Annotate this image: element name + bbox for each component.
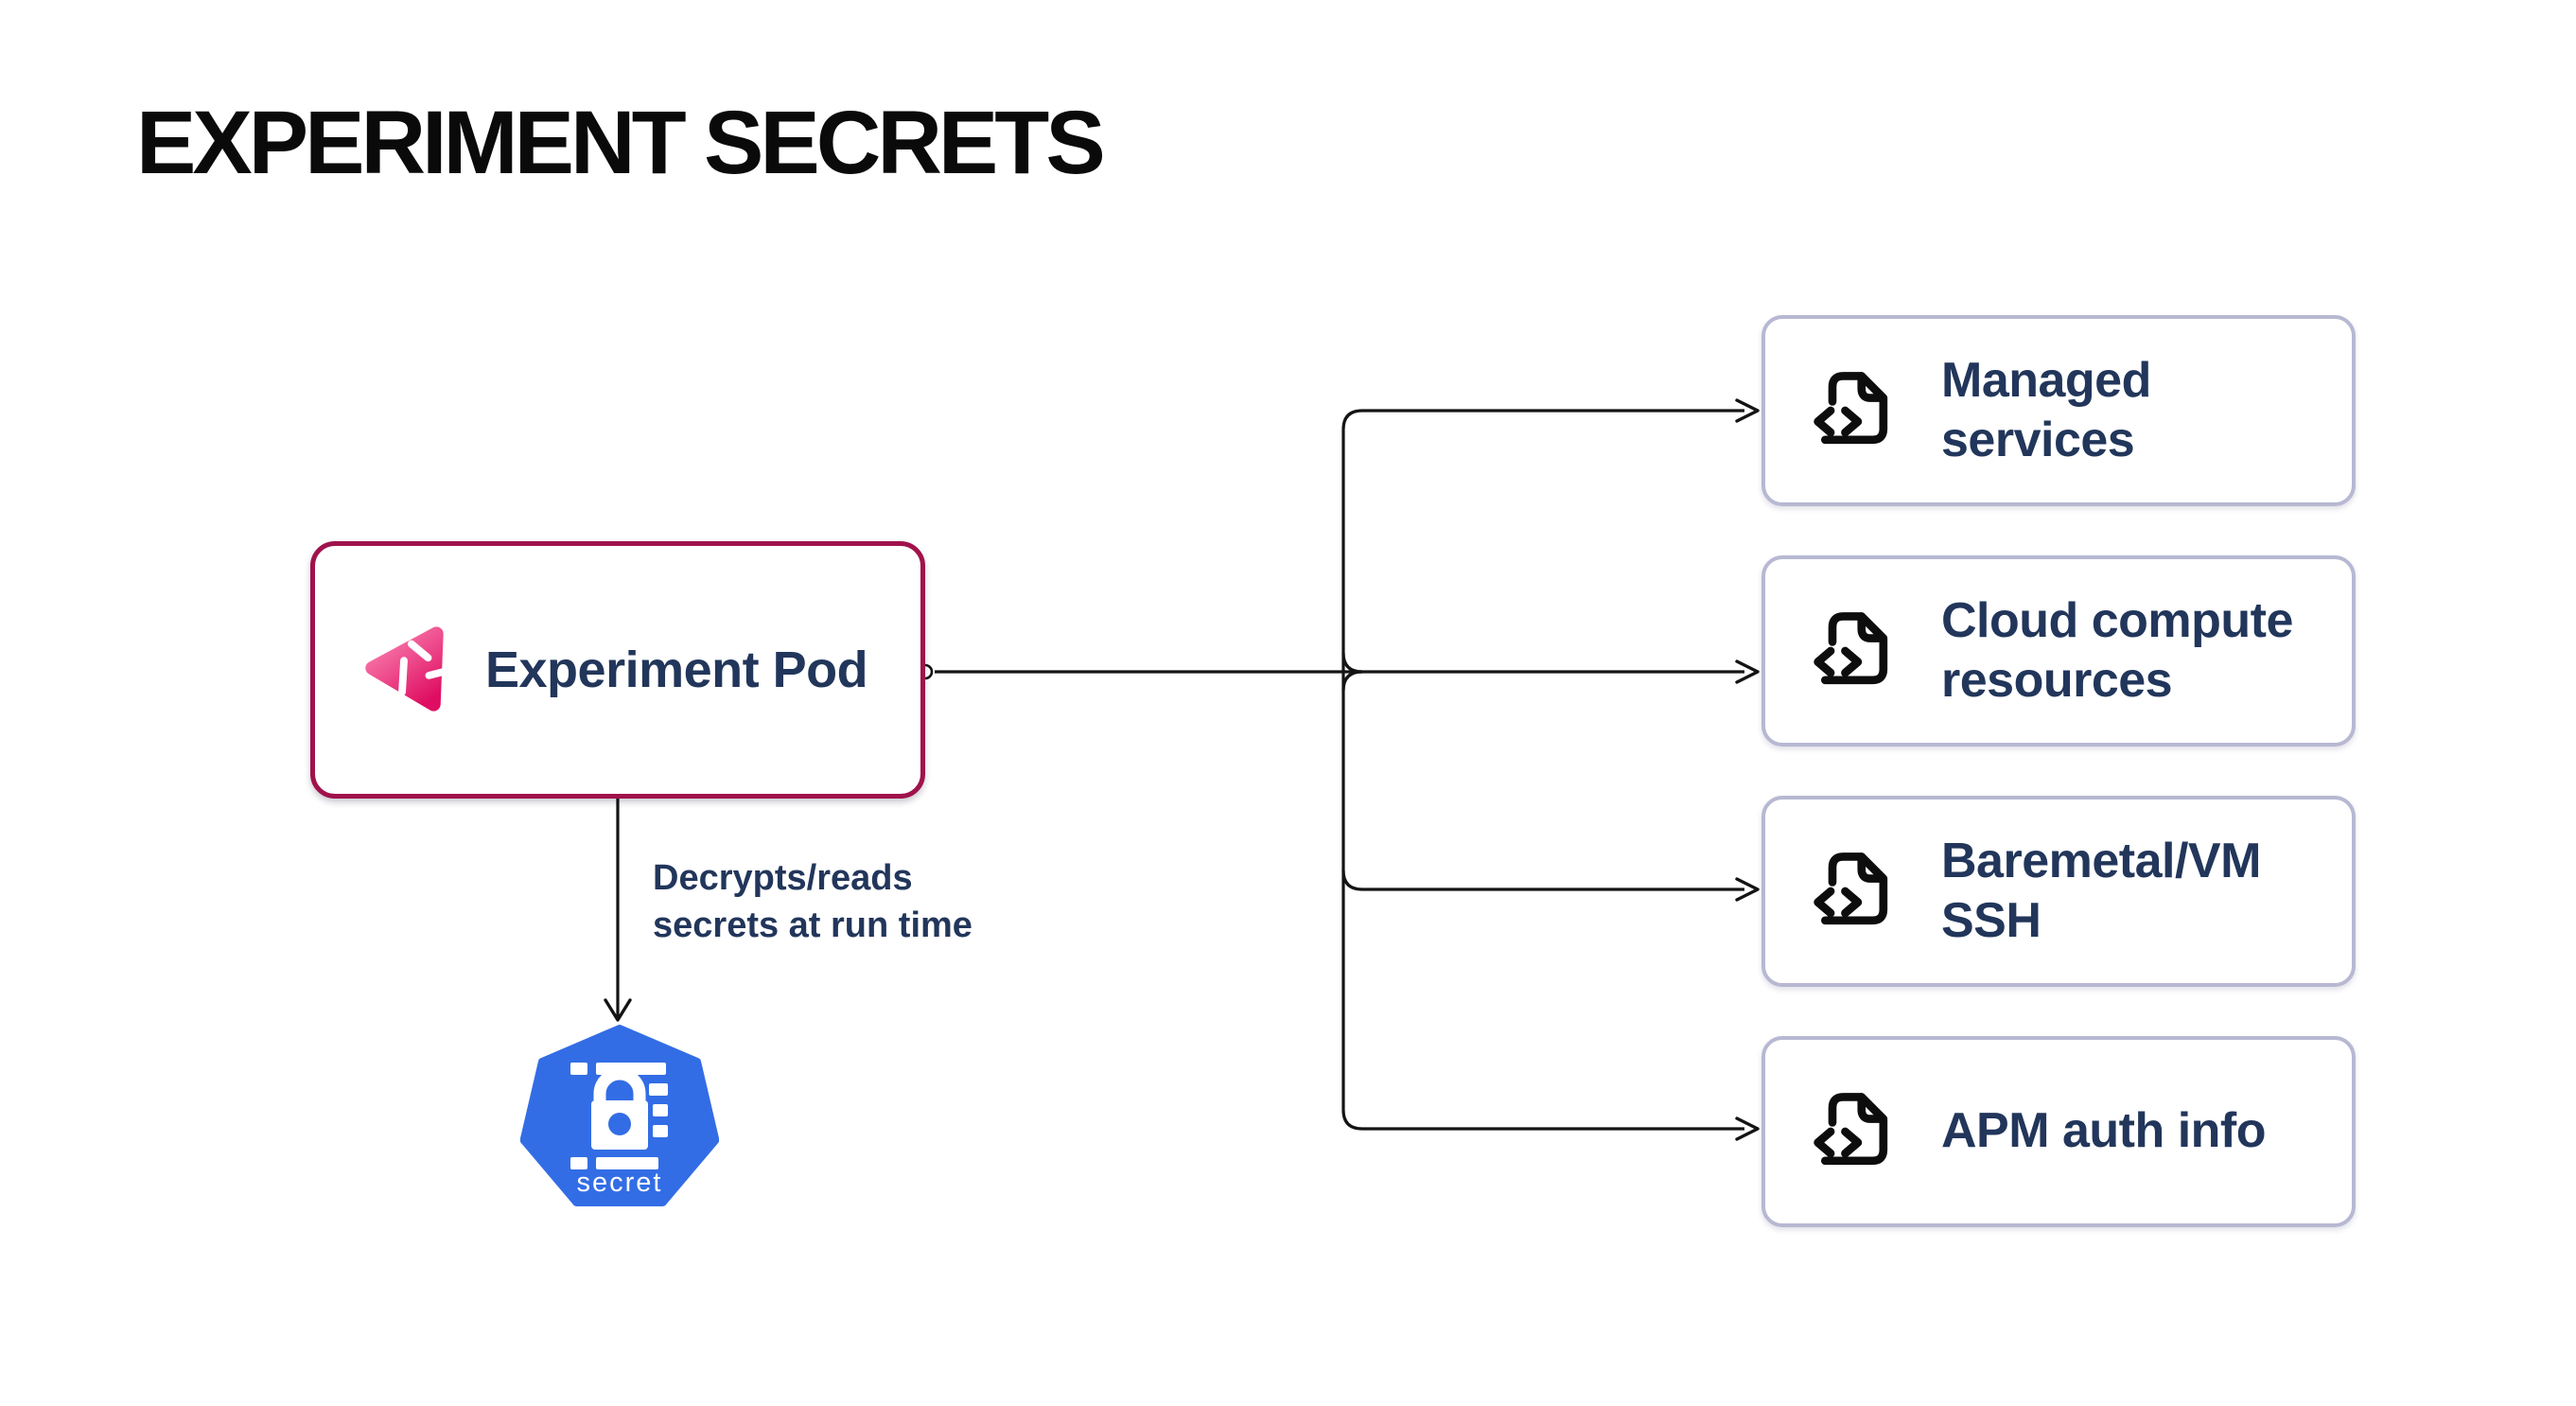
arrowhead-apm-auth: [1735, 1116, 1760, 1141]
lock-icon: [570, 1063, 668, 1169]
annotation-line-2: secrets at run time: [653, 905, 973, 946]
file-code-icon: [1809, 1084, 1903, 1179]
file-code-icon: [1809, 363, 1903, 458]
trunk-line: [1341, 409, 1744, 1131]
file-code-icon: [1809, 604, 1903, 698]
arrowhead-managed-services: [1735, 398, 1760, 423]
junction-fillet-top: [1341, 652, 1363, 674]
arrowhead-baremetal-ssh: [1735, 877, 1760, 902]
arrowhead-cloud-compute: [1735, 659, 1760, 684]
target-box-apm-auth: APM auth info: [1761, 1036, 2356, 1227]
kubernetes-secret-icon: secret: [519, 1025, 720, 1206]
target-label: Managed services: [1941, 352, 2151, 467]
annotation-line-1: Decrypts/reads: [653, 858, 913, 898]
branch-3-line: [1341, 870, 1744, 891]
target-box-cloud-compute: Cloud compute resources: [1761, 555, 2356, 747]
target-label: Baremetal/VM SSH: [1941, 833, 2261, 948]
litmus-experiment-logo-icon: [365, 626, 451, 712]
target-box-managed-services: Managed services: [1761, 315, 2356, 506]
down-arrowhead: [604, 998, 632, 1022]
experiment-pod-node: Experiment Pod: [310, 541, 925, 799]
secret-label: secret: [577, 1168, 663, 1198]
pod-label: Experiment Pod: [485, 641, 868, 698]
kubernetes-secret-node: secret: [519, 1025, 720, 1214]
target-label: APM auth info: [1941, 1103, 2267, 1159]
page-title: EXPERIMENT SECRETS: [136, 93, 1106, 193]
annotation-text: Decrypts/reads secrets at run time: [653, 854, 973, 949]
target-label: Cloud compute resources: [1941, 592, 2293, 708]
junction-fillet-bottom: [1341, 670, 1363, 692]
target-box-baremetal-ssh: Baremetal/VM SSH: [1761, 796, 2356, 987]
file-code-icon: [1809, 844, 1903, 939]
